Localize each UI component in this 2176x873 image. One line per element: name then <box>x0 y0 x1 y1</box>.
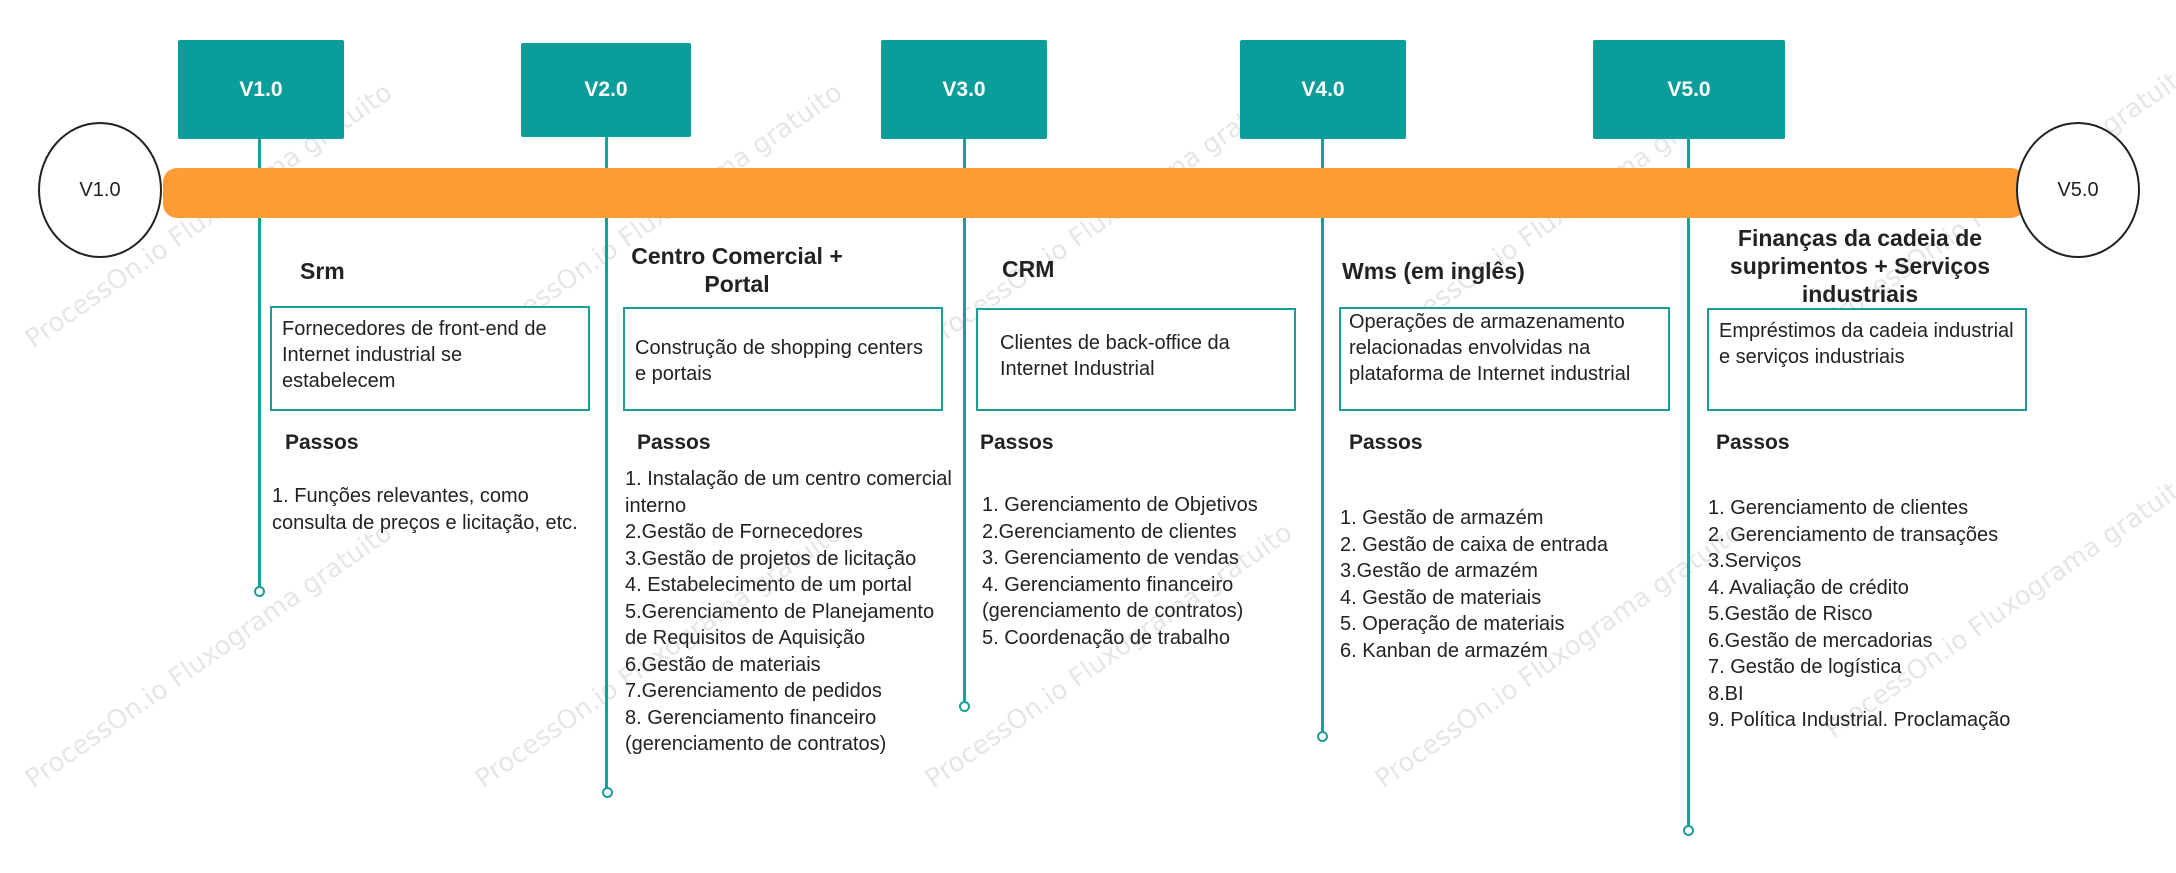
stage-description-text: Fornecedores de front-end de Internet in… <box>282 318 547 392</box>
connector-line-v3 <box>963 139 966 703</box>
step-item: 4. Gestão de materiais <box>1340 586 1542 609</box>
stage-description-v1: Fornecedores de front-end de Internet in… <box>270 306 590 411</box>
connector-line-v1 <box>258 139 261 587</box>
version-box-v5: V5.0 <box>1593 40 1785 139</box>
stage-description-v4: Operações de armazenamento relacionadas … <box>1339 307 1670 411</box>
version-box-v4: V4.0 <box>1240 40 1406 139</box>
connector-end-dot-v3 <box>959 701 970 712</box>
step-item: 3.Gestão de projetos de licitação <box>625 547 917 570</box>
steps-list-v3: 1. Gerenciamento de Objetivos 2.Gerenciam… <box>982 492 1312 651</box>
step-item: 8. Gerenciamento financeiro (gerenciamen… <box>625 706 887 756</box>
steps-title-v1: Passos <box>285 431 359 454</box>
step-item: 1. Gestão de armazém <box>1340 507 1544 529</box>
steps-title-v3: Passos <box>980 431 1054 454</box>
step-item: 1. Instalação de um centro comercial int… <box>625 468 952 517</box>
version-box-v1: V1.0 <box>178 40 344 139</box>
stage-description-text: Clientes de back-office da Internet Indu… <box>1000 332 1230 380</box>
step-item: 4. Avaliação de crédito <box>1708 576 1909 599</box>
stage-description-v5: Empréstimos da cadeia industrial e servi… <box>1707 308 2027 411</box>
connector-end-dot-v1 <box>254 586 265 597</box>
step-item: 1. Gerenciamento de clientes <box>1708 497 1969 519</box>
step-item: 1. Funções relevantes, como consulta de … <box>272 485 578 534</box>
step-item: 4. Gerenciamento financeiro (gerenciamen… <box>982 573 1244 623</box>
step-item: 2.Gerenciamento de clientes <box>982 520 1237 543</box>
stage-description-text: Empréstimos da cadeia industrial e servi… <box>1719 320 2014 368</box>
step-item: 6.Gestão de materiais <box>625 653 821 676</box>
steps-title-v4: Passos <box>1349 431 1423 454</box>
step-item: 5.Gestão de Risco <box>1708 603 1873 625</box>
connector-end-dot-v5 <box>1683 825 1694 836</box>
stage-title-v4: Wms (em inglês) <box>1342 258 1525 284</box>
stage-description-text: Construção de shopping centers e portais <box>635 337 923 385</box>
step-item: 1. Gerenciamento de Objetivos <box>982 494 1258 516</box>
stage-description-v3: Clientes de back-office da Internet Indu… <box>976 308 1296 411</box>
step-item: 7.Gerenciamento de pedidos <box>625 680 882 702</box>
steps-title-v5: Passos <box>1716 431 1790 454</box>
stage-description-text: Operações de armazenamento relacionadas … <box>1349 311 1631 385</box>
step-item: 6. Kanban de armazém <box>1340 639 1548 662</box>
timeline-end-node: V5.0 <box>2016 122 2140 258</box>
step-item: 8.BI <box>1708 682 1744 705</box>
steps-title-v2: Passos <box>637 431 711 454</box>
step-item: 9. Política Industrial. Proclamação <box>1708 709 2011 731</box>
stage-title-v2: Centro Comercial + Portal <box>631 243 843 297</box>
connector-line-v4 <box>1321 139 1324 733</box>
version-box-v3: V3.0 <box>881 40 1047 139</box>
step-item: 3. Gerenciamento de vendas <box>982 547 1239 569</box>
stage-description-v2: Construção de shopping centers e portais <box>623 307 943 411</box>
stage-title-v5: Finanças da cadeia de suprimentos + Serv… <box>1729 225 1991 307</box>
step-item: 2. Gestão de caixa de entrada <box>1340 533 1608 556</box>
timeline-start-node: V1.0 <box>38 122 162 258</box>
step-item: 7. Gestão de logística <box>1708 656 1902 678</box>
step-item: 2.Gestão de Fornecedores <box>625 521 863 543</box>
timeline-start-label: V1.0 <box>79 178 121 201</box>
connector-end-dot-v2 <box>602 787 613 798</box>
step-item: 5. Coordenação de trabalho <box>982 626 1230 649</box>
step-item: 3.Gestão de armazém <box>1340 560 1538 582</box>
steps-list-v1: 1. Funções relevantes, como consulta de … <box>272 483 592 536</box>
step-item: 5. Operação de materiais <box>1340 613 1565 635</box>
steps-list-v4: 1. Gestão de armazém 2. Gestão de caixa d… <box>1340 505 1670 664</box>
step-item: 5.Gerenciamento de Planejamento de Requi… <box>625 600 935 650</box>
timeline-bar <box>163 168 2025 218</box>
step-item: 6.Gestão de mercadorias <box>1708 629 1933 652</box>
connector-line-v2 <box>605 136 608 790</box>
connector-end-dot-v4 <box>1317 731 1328 742</box>
timeline-end-label: V5.0 <box>2057 178 2099 201</box>
stage-title-v1: Srm <box>300 258 345 284</box>
step-item: 4. Estabelecimento de um portal <box>625 574 912 596</box>
version-box-v2: V2.0 <box>521 43 691 137</box>
step-item: 3.Serviços <box>1708 550 1802 572</box>
connector-line-v5 <box>1687 139 1690 829</box>
watermark: ProcessOn.io Fluxograma gratuito <box>20 517 398 795</box>
steps-list-v2: 1. Instalação de um centro comercial int… <box>625 466 960 758</box>
steps-list-v5: 1. Gerenciamento de clientes 2. Gerenciam… <box>1708 495 2018 734</box>
stage-title-v3: CRM <box>1002 256 1055 282</box>
step-item: 2. Gerenciamento de transações <box>1708 523 1999 546</box>
